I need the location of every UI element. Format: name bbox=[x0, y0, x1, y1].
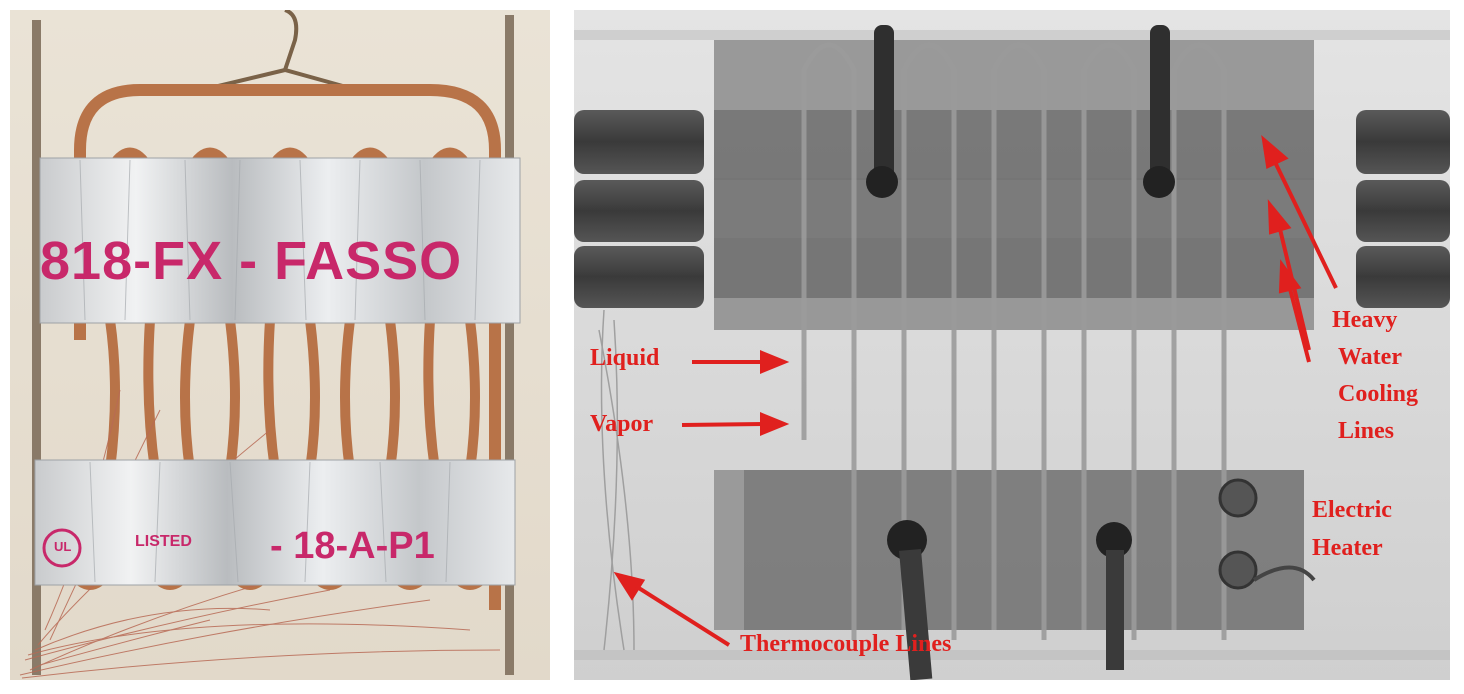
heat-pipe-photo: 818-FX - FASSO LISTED - 18-A-P1 UL bbox=[10, 8, 550, 680]
radiograph-drawing bbox=[574, 10, 1450, 681]
label-cooling-lines-4: Lines bbox=[1338, 418, 1395, 444]
foil-stamp-top: 818-FX - FASSO bbox=[40, 231, 463, 291]
ul-logo-icon bbox=[42, 528, 82, 568]
label-vapor: Vapor bbox=[590, 411, 654, 437]
neutron-radiograph: Liquid Vapor Heavy Water Cooling Lines E… bbox=[574, 10, 1450, 681]
foil-stamp-bottom: - 18-A-P1 bbox=[270, 525, 435, 567]
label-cooling-lines-3: Cooling bbox=[1338, 381, 1419, 407]
label-heater-2: Heater bbox=[1312, 535, 1383, 561]
ul-logo-text: UL bbox=[54, 539, 72, 554]
foil-stamp-listed: LISTED bbox=[135, 533, 192, 550]
label-cooling-lines-1: Heavy bbox=[1332, 307, 1398, 333]
label-liquid: Liquid bbox=[590, 345, 660, 371]
label-cooling-lines-2: Water bbox=[1338, 344, 1402, 370]
label-heater-1: Electric bbox=[1312, 497, 1392, 523]
photo-drawing bbox=[10, 8, 550, 680]
label-thermocouple-lines: Thermocouple Lines bbox=[740, 631, 952, 657]
